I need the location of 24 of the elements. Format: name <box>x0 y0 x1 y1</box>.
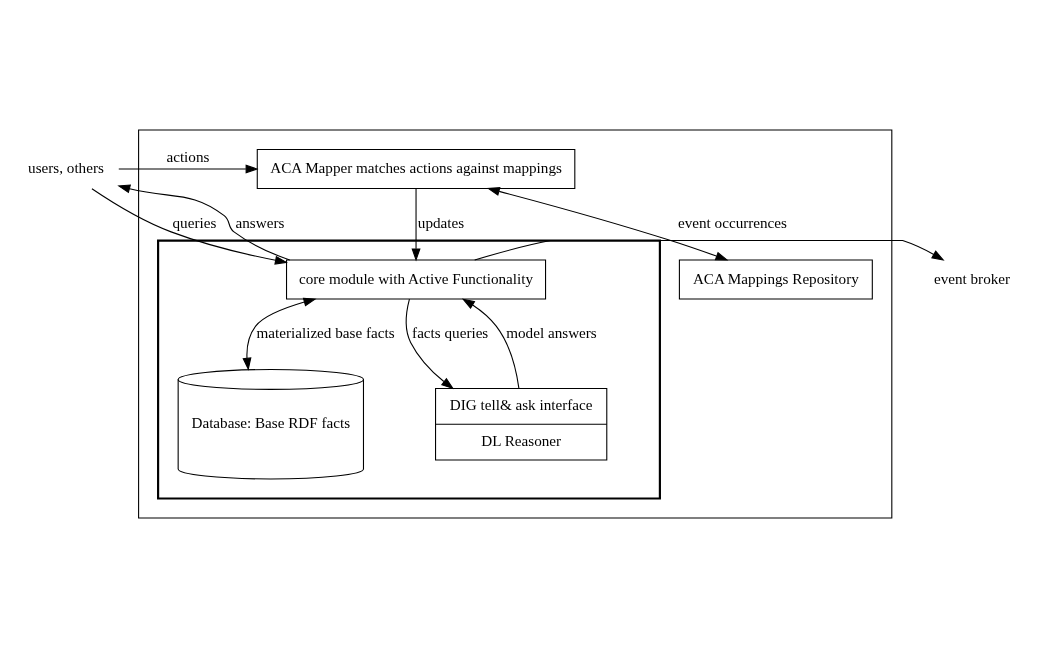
arrow <box>474 240 945 261</box>
cluster <box>157 239 661 500</box>
edge-label: facts queries <box>412 324 489 342</box>
edge-label: updates <box>417 213 465 231</box>
arrow <box>117 184 291 261</box>
arrow <box>486 187 729 261</box>
arrow <box>411 188 421 262</box>
edge-label: queries <box>172 213 217 231</box>
edge-label: actions <box>166 147 210 165</box>
cluster <box>138 129 893 519</box>
node-text: event broker <box>933 269 1011 287</box>
arrow <box>405 298 455 390</box>
arrow <box>91 188 288 265</box>
arrow <box>461 298 520 389</box>
edge-label: model answers <box>506 324 597 342</box>
edge-label: answers <box>235 213 285 231</box>
arrow <box>118 164 259 174</box>
node-box: core module with Active Functionality <box>286 259 547 300</box>
edge-label: materialized base facts <box>256 324 395 342</box>
node-box: ACA Mapper matches actions against mappings <box>256 148 576 190</box>
arrow <box>242 297 317 371</box>
edge-label: event occurrences <box>678 213 787 231</box>
node-text: users, others <box>28 159 104 177</box>
node-box: ACA Mappings Repository <box>678 259 873 300</box>
